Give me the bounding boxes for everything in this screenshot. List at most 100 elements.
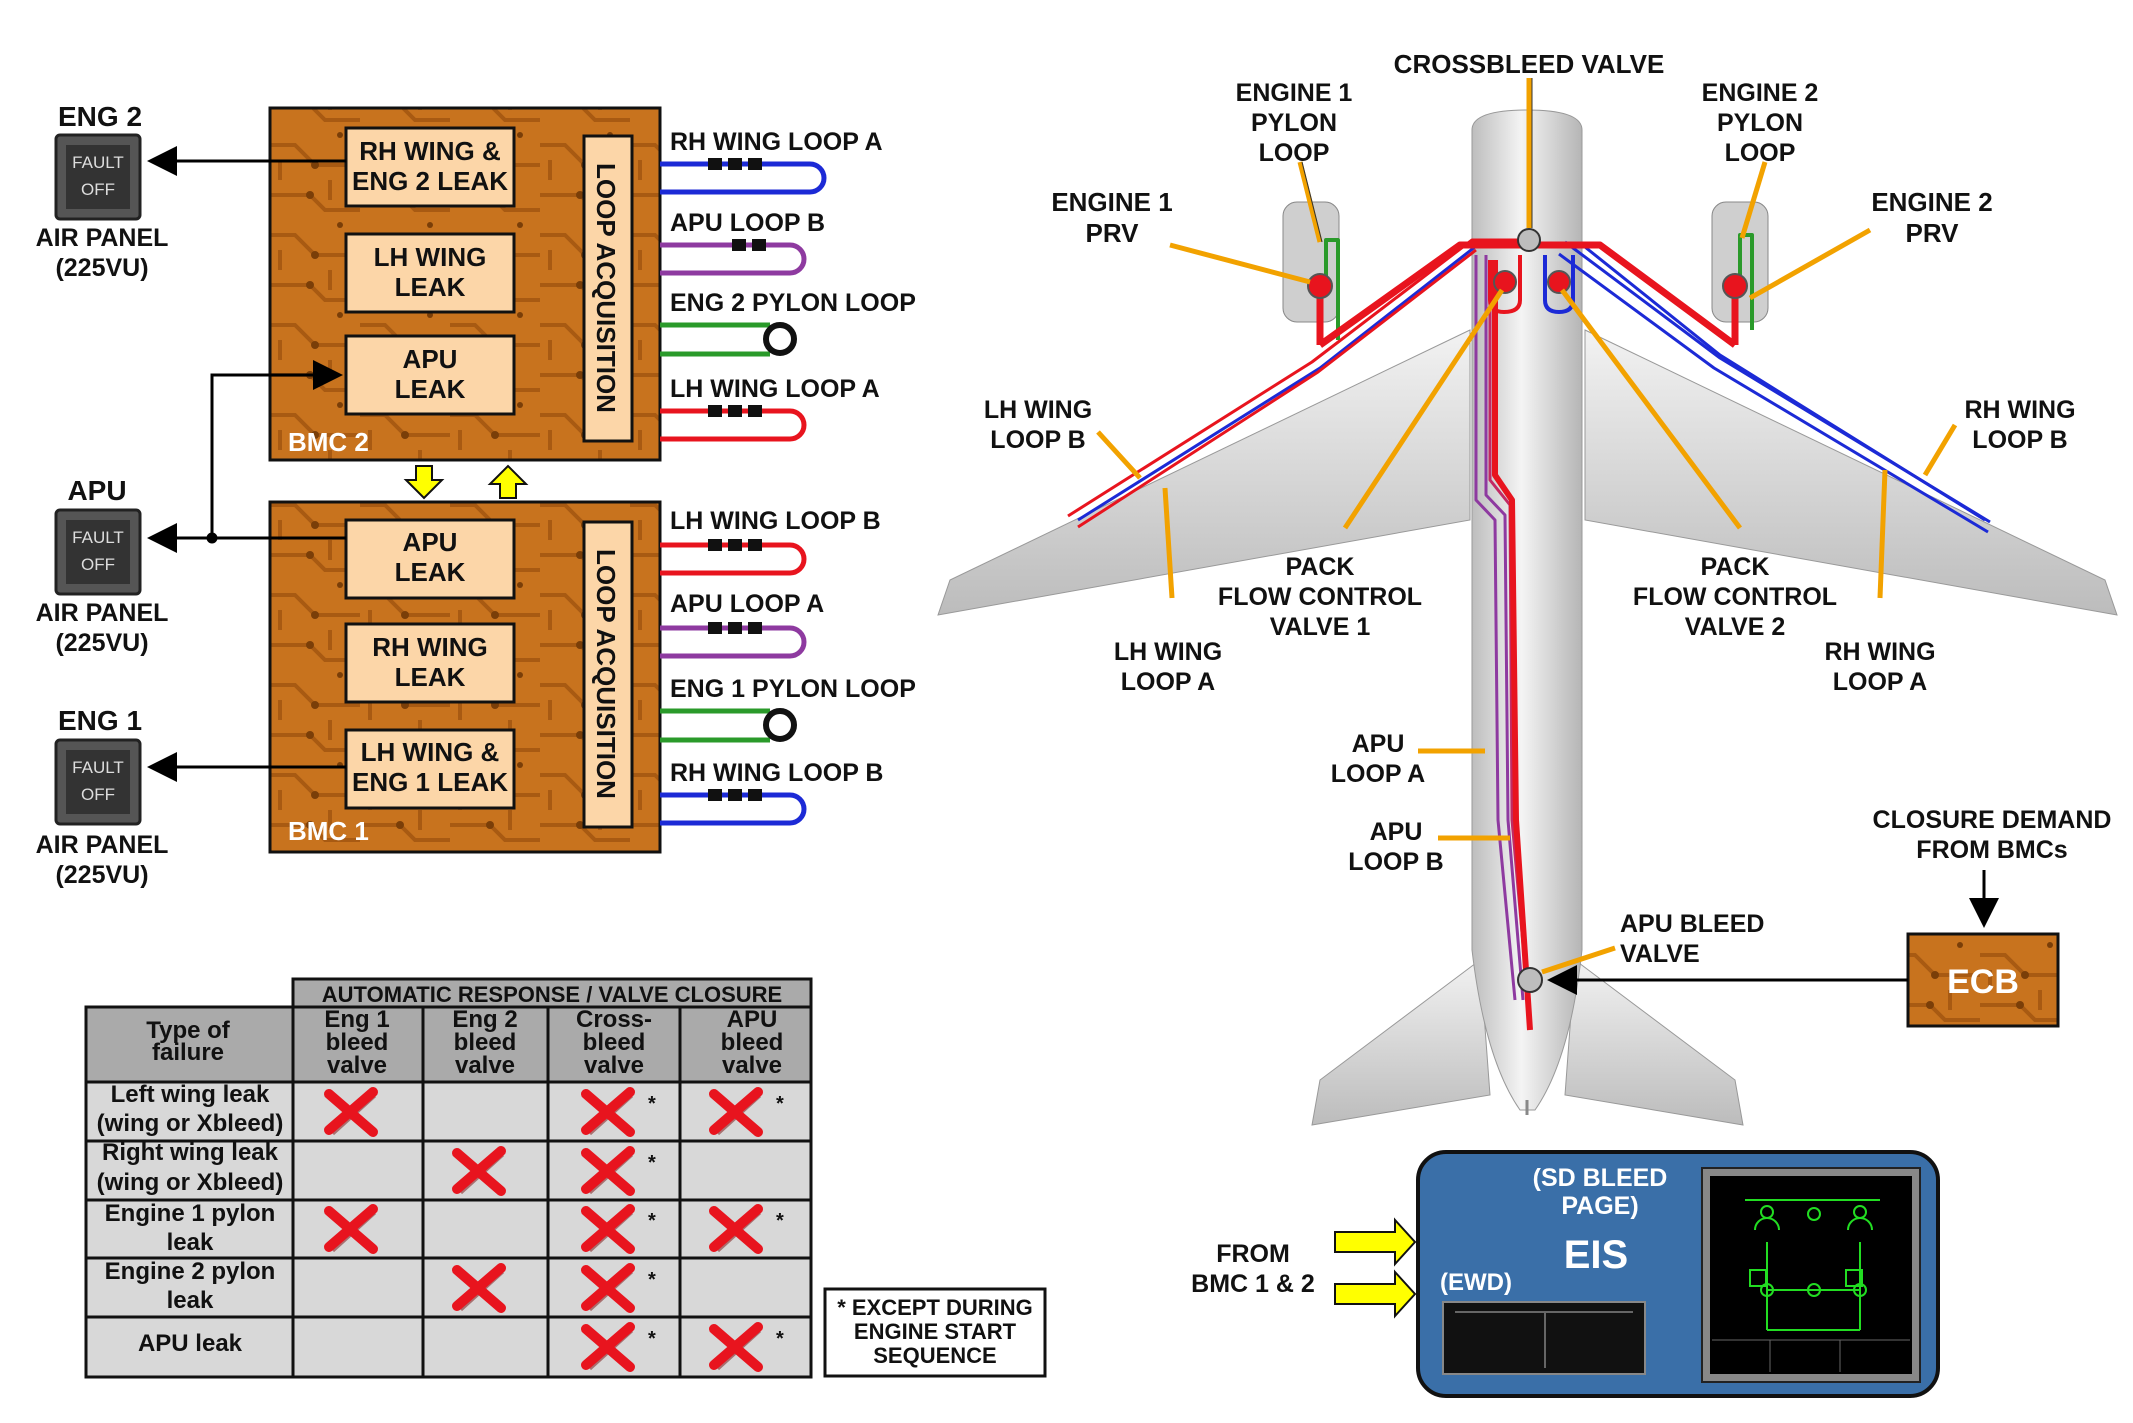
closure-x-mark: * (709, 1087, 784, 1138)
bmc2-lh-wing-leak-box (344, 232, 516, 314)
bmc2-module: RH WING & ENG 2 LEAK LH WING LEAK APU LE… (268, 106, 662, 462)
header-type-2: failure (152, 1039, 224, 1066)
label-closure-demand-2: FROM BMCs (1916, 836, 2067, 864)
bmc1-loop-connectors (660, 542, 807, 826)
header-eng1-3: valve (327, 1052, 387, 1079)
bmc1-loop-plugs (708, 539, 797, 801)
header-xbleed-2: bleed (583, 1029, 646, 1056)
note-line2: ENGINE START (854, 1319, 1017, 1344)
eis-section: FROM BMC 1 & 2 (SD BLEED PAGE) EIS (EWD) (1191, 1150, 1940, 1398)
bmc-panel-wiring (147, 146, 346, 782)
except-asterisk: * (648, 1210, 656, 1232)
label-rh-wing-loop-a-2: LOOP A (1833, 668, 1927, 696)
label-eng1-prv-2: PRV (1086, 218, 1140, 248)
closure-x-mark (452, 1263, 506, 1314)
ecb-module: ECB (1547, 870, 2060, 1028)
closure-x-mark: * (581, 1263, 656, 1314)
label-lh-wing-loop-b-1: LH WING (984, 396, 1092, 424)
eis-input-arrow-1 (1334, 1217, 1417, 1267)
label-eng2-pylon-3: LOOP (1725, 139, 1796, 167)
bmc1-loop-acquisition-box (582, 520, 634, 829)
label-eng2-prv-2: PRV (1906, 218, 1960, 248)
ewd-label: (EWD) (1440, 1269, 1512, 1296)
except-asterisk: * (776, 1328, 784, 1350)
header-type-1: Type of (146, 1017, 231, 1044)
eis-sd-label-1: (SD BLEED (1533, 1164, 1668, 1192)
eis-title: EIS (1564, 1233, 1628, 1277)
label-apu-loop-a-2: LOOP A (1331, 760, 1425, 788)
closure-x-mark: * (581, 1322, 656, 1373)
bmc2-loop-labels: RH WING LOOP A APU LOOP B ENG 2 PYLON LO… (670, 128, 916, 403)
exception-note: * EXCEPT DURING ENGINE START SEQUENCE (823, 1287, 1047, 1378)
label-lh-wing-loop-b-2: LOOP B (990, 426, 1085, 454)
crossbleed-valve (1517, 228, 1541, 252)
loop-label-eng1-pylon: ENG 1 PYLON LOOP (670, 675, 916, 703)
label-closure-demand-1: CLOSURE DEMAND (1873, 806, 2112, 834)
eng2-panel-title: ENG 2 (58, 101, 142, 132)
closure-x-mark: * (581, 1204, 656, 1255)
label-lh-wing-loop-a-2: LOOP A (1121, 668, 1215, 696)
bmc2-box3-line2: LEAK (395, 374, 466, 404)
label-apu-bleed-2: VALVE (1620, 940, 1700, 968)
bmc1-box2-line2: LEAK (395, 662, 466, 692)
bmc2-loop-connectors (660, 161, 827, 442)
label-rh-wing-loop-b-1: RH WING (1964, 396, 2075, 424)
label-pack2-1: PACK (1701, 553, 1770, 581)
label-apu-bleed-1: APU BLEED (1620, 910, 1764, 938)
apu-fault-legend: FAULT (72, 528, 124, 547)
header-apu-3: valve (722, 1052, 782, 1079)
except-asterisk: * (648, 1093, 656, 1115)
bmc1-lh-wing-eng1-leak-box (344, 728, 516, 810)
label-lh-wing-loop-a-1: LH WING (1114, 638, 1222, 666)
pack-flow-control-valve-1 (1493, 270, 1517, 294)
bmc1-box3-line2: ENG 1 LEAK (352, 767, 508, 797)
eng1-fault-legend: FAULT (72, 758, 124, 777)
table-banner-text: AUTOMATIC RESPONSE / VALVE CLOSURE (322, 982, 782, 1007)
row1-failure-1: Left wing leak (111, 1081, 270, 1108)
eng1-off-legend: OFF (81, 785, 115, 804)
label-pack1-2: FLOW CONTROL (1218, 583, 1422, 611)
closure-x-mark: * (709, 1204, 784, 1255)
bmc2-name: BMC 2 (288, 427, 369, 457)
bmc2-box2-line1: LH WING (374, 242, 487, 272)
sd-bleed-screen (1710, 1176, 1912, 1374)
label-eng2-prv-1: ENGINE 2 (1871, 187, 1992, 217)
eng1-panel-location-line2: (225VU) (55, 861, 148, 889)
bmc1-box3-line1: LH WING & (361, 737, 500, 767)
apu-panel: APU FAULT OFF AIR PANEL (225VU) (36, 475, 169, 657)
label-apu-loop-b-2: LOOP B (1348, 848, 1443, 876)
label-eng1-pylon-1: ENGINE 1 (1236, 79, 1353, 107)
bmc2-box1-line1: RH WING & (359, 136, 501, 166)
eis-from-line1: FROM (1216, 1240, 1290, 1268)
header-xbleed-1: Cross- (576, 1006, 652, 1033)
row4-failure-2: leak (167, 1287, 214, 1314)
closure-x-mark: * (709, 1322, 784, 1373)
header-apu-1: APU (727, 1006, 778, 1033)
aircraft-valves (1307, 228, 1748, 993)
ecb-label: ECB (1947, 963, 2019, 1001)
except-asterisk: * (776, 1093, 784, 1115)
row2-failure-2: (wing or Xbleed) (97, 1169, 284, 1196)
closure-x-mark (324, 1087, 378, 1138)
bmc2-apu-leak-box (344, 334, 516, 416)
header-eng1-1: Eng 1 (324, 1006, 389, 1033)
label-crossbleed-valve: CROSSBLEED VALVE (1394, 49, 1665, 79)
bmc1-rh-wing-leak-box (344, 622, 516, 704)
eng1-panel: ENG 1 FAULT OFF AIR PANEL (225VU) (36, 705, 169, 889)
header-apu-2: bleed (721, 1029, 784, 1056)
note-line3: SEQUENCE (873, 1343, 996, 1368)
bmc2-loop-plugs (708, 158, 797, 417)
loop-label-eng2-pylon: ENG 2 PYLON LOOP (670, 289, 916, 317)
valve-closure-table: AUTOMATIC RESPONSE / VALVE CLOSURE Type … (84, 977, 813, 1379)
bmc2-rh-wing-eng2-leak-box (344, 126, 516, 208)
engine-2-prv-valve (1722, 273, 1748, 299)
label-apu-loop-b-1: APU (1370, 818, 1423, 846)
label-eng1-prv-1: ENGINE 1 (1051, 187, 1172, 217)
eng2-panel: ENG 2 FAULT OFF AIR PANEL (225VU) (36, 101, 169, 282)
aircraft-labels: CROSSBLEED VALVE ENGINE 1 PYLON LOOP ENG… (984, 49, 2112, 968)
row3-failure-2: leak (167, 1229, 214, 1256)
label-eng2-pylon-2: PYLON (1717, 109, 1803, 137)
bmc2-box1-line2: ENG 2 LEAK (352, 166, 508, 196)
label-eng1-pylon-2: PYLON (1251, 109, 1337, 137)
